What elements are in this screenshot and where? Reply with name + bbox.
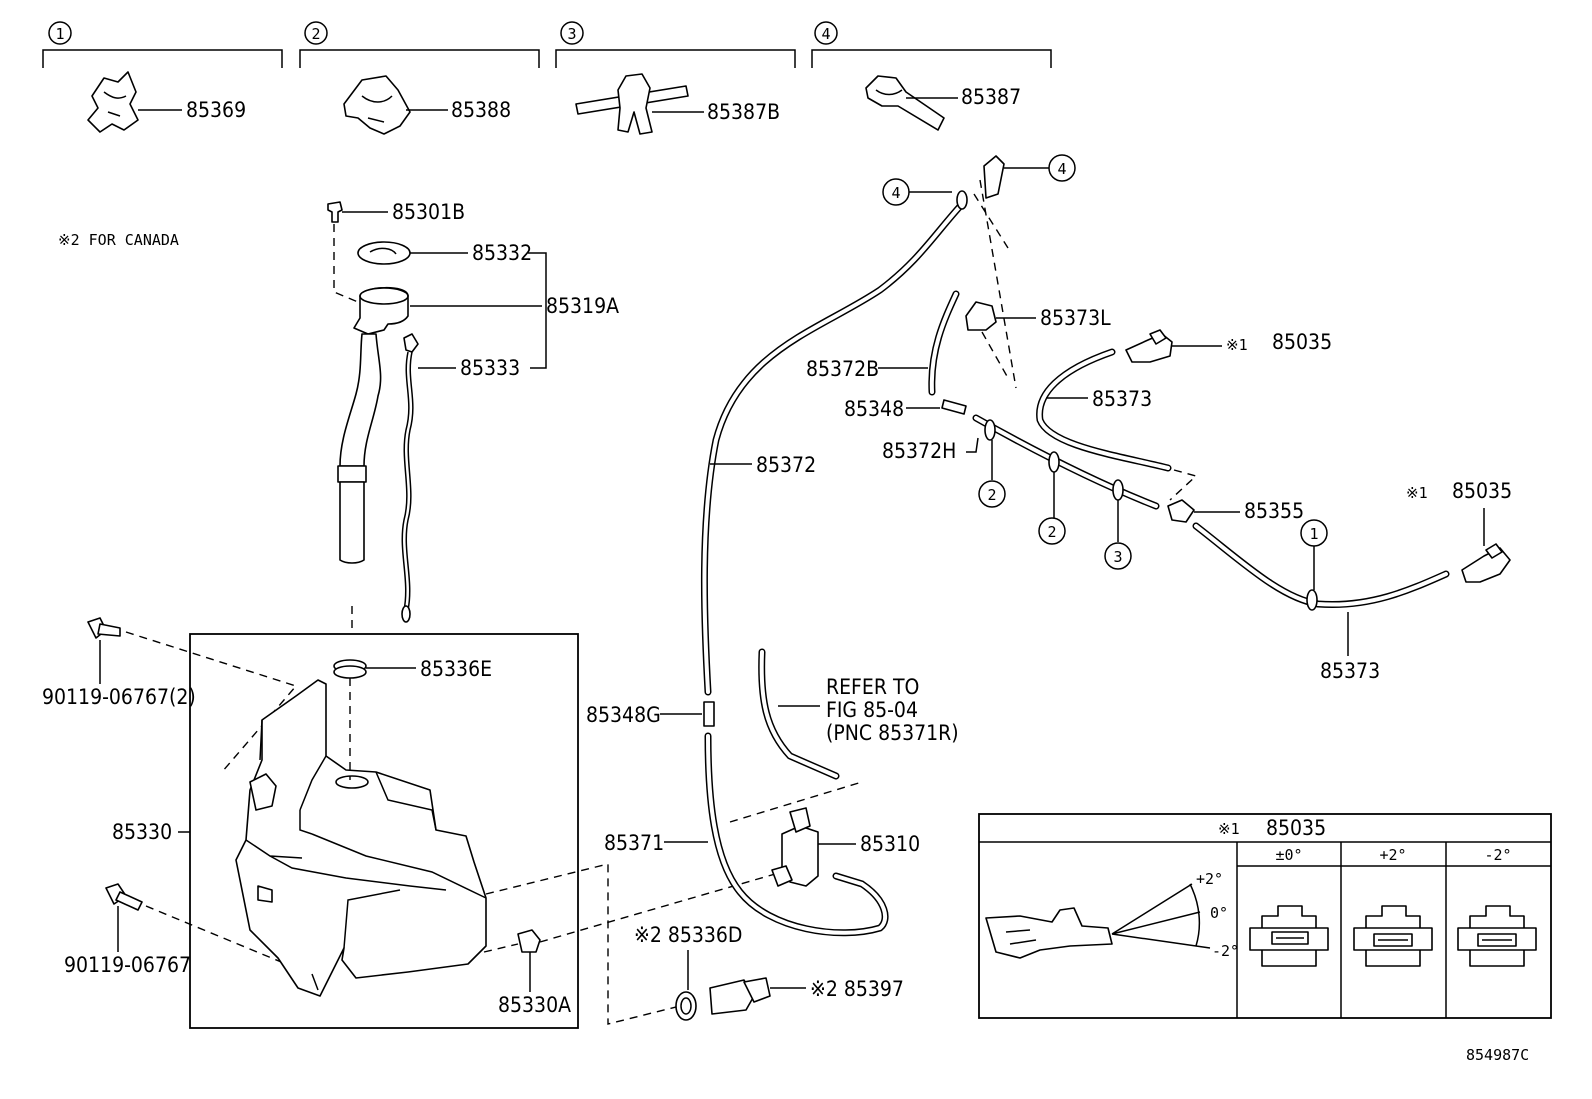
group-number: 1 [55,25,64,43]
label-85372: 85372 [756,453,816,477]
nozzle-angle-drawing [985,883,1211,959]
label-bolt-upper: 90119-06767(2) [42,685,196,709]
clip-ring-2b: 2 [1038,451,1066,545]
filler-neck: 85319A [337,286,619,564]
clip-85387B-drawing [575,73,689,135]
bolt-90119-06767-upper: 90119-06767(2) [42,617,196,709]
diagram-id: 854987C [1466,1046,1529,1064]
group-number: 4 [821,25,830,43]
mark-85035-right: ※1 [1406,484,1428,502]
bolt-85301B: 85301B [327,200,465,224]
label-85371: 85371 [604,831,664,855]
grommet-85336D: ※2 85336D [634,923,743,1021]
svg-text:3: 3 [1113,548,1122,566]
clip-group-1: 1 85369 [42,21,283,133]
svg-text:2: 2 [1047,523,1056,541]
connector-85348G: 85348G [586,701,715,727]
cap-85332: 85332 [357,241,532,265]
sensor-85397: ※2 85397 [709,977,904,1015]
inset-col-minus2: -2° [1484,846,1511,864]
inset-85035-table: ※1 85035 ±0° +2° -2° +2° 0° -2° [978,813,1552,1019]
svg-text:4: 4 [1057,160,1066,178]
bolt-90119-06767-lower: 90119-06767 [64,883,191,977]
angle-minus: -2° [1212,942,1239,960]
label-85372H: 85372H [882,439,956,463]
label-85373L: 85373L [1040,306,1111,330]
hose-85373-upper: 85373 [1036,348,1172,472]
nozzle-85373L: 85373L [965,301,1111,331]
label-85369: 85369 [186,98,246,122]
grommet-85330A: 85330A [498,929,571,1017]
group-number: 2 [311,25,320,43]
label-85336D: ※2 85336D [634,923,743,947]
label-85373-upper: 85373 [1092,387,1152,411]
washer-tank-85330 [235,679,487,997]
clip-group-4: 4 85387 [811,21,1052,131]
angle-plus: +2° [1196,870,1223,888]
label-85330A: 85330A [498,993,571,1017]
tank-frame [189,633,579,1029]
nozzle-85035-right: ※1 85035 [1406,479,1512,583]
hose-85371: 85371 [604,732,889,937]
refer-line-2: FIG 85-04 [826,698,918,722]
clip-ring-3: 3 [1104,479,1132,570]
label-85373-lower: 85373 [1320,659,1380,683]
inset-col-plus2: +2° [1379,846,1406,864]
hose-85372: 85372 [700,198,968,696]
clip-85369-drawing [87,71,139,133]
tee-85355: 85355 [1167,499,1304,523]
seal-85336E: 85336E [333,657,492,681]
refer-line-3: (PNC 85371R) [826,721,959,745]
label-85348: 85348 [844,397,904,421]
label-85348G: 85348G [586,703,661,727]
label-85333: 85333 [460,356,520,380]
group-number: 3 [567,25,576,43]
hose-85371R-ref: REFER TO FIG 85-04 (PNC 85371R) [758,648,959,780]
nozzle-mark-plus2deg [1353,905,1433,967]
label-85035-right: 85035 [1452,479,1512,503]
label-bolt-lower: 90119-06767 [64,953,191,977]
nozzle-85035-upper: ※1 85035 [1125,329,1332,363]
label-85387: 85387 [961,85,1021,109]
clip-85388-drawing [343,75,411,135]
svg-text:4: 4 [891,184,900,202]
clip-group-3: 3 85387B [555,21,796,135]
label-85372B: 85372B [806,357,879,381]
callout-4-left: 4 [882,178,968,210]
hose-85372B: 85372B [806,290,960,396]
mark-85035-upper: ※1 [1226,336,1248,354]
label-85319A: 85319A [546,294,619,318]
inset-title-part: 85035 [1266,816,1326,840]
label-85336E: 85336E [420,657,492,681]
clip-group-2: 2 85388 [299,21,540,135]
inset-title-mark: ※1 [1218,820,1240,838]
note-for-canada: ※2 FOR CANADA [58,231,179,249]
label-85387B: 85387B [707,100,780,124]
label-85397: ※2 85397 [810,977,904,1001]
callout-4-right: 4 [983,154,1076,199]
clip-ring-2a: 2 [978,419,1006,508]
nozzle-mark-minus2deg [1457,905,1537,967]
label-85310: 85310 [860,832,920,856]
hose-85372H: 85372H [882,414,1160,510]
svg-text:2: 2 [987,486,996,504]
label-85388: 85388 [451,98,511,122]
nozzle-mark-0deg [1249,905,1329,967]
clip-85387-drawing [865,75,945,131]
hose-85373-lower: 1 85373 [1192,519,1450,683]
callout-circle [48,21,72,45]
svg-text:1: 1 [1309,525,1318,543]
label-85332: 85332 [472,241,532,265]
label-85355: 85355 [1244,499,1304,523]
connector-85348: 85348 [844,397,967,421]
refer-line-1: REFER TO [826,675,919,699]
pump-85310: 85310 [771,807,920,887]
label-85330: 85330 [112,820,172,844]
label-85301B: 85301B [392,200,465,224]
label-85035-upper: 85035 [1272,330,1332,354]
dipstick-85333: 85333 [401,333,520,623]
angle-zero: 0° [1210,904,1228,922]
inset-col-0: ±0° [1275,846,1302,864]
